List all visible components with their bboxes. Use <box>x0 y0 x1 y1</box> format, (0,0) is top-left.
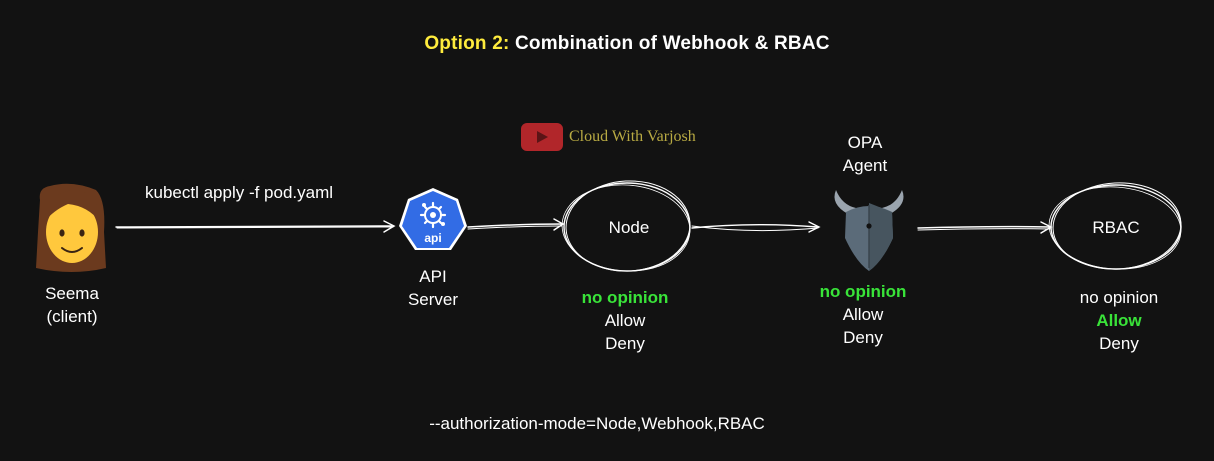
opa-decisions: no opinion Allow Deny <box>803 280 923 349</box>
opa-line1: OPA <box>847 133 883 152</box>
kubernetes-api-icon: api <box>399 188 467 250</box>
opa-decision-deny: Deny <box>843 328 883 347</box>
rbac-decision-deny: Deny <box>1099 334 1139 353</box>
opa-agent-label: OPA Agent <box>815 131 915 177</box>
command-label: kubectl apply -f pod.yaml <box>145 183 334 202</box>
arrow-opa-to-rbac <box>917 221 1053 234</box>
channel-watermark: Cloud With Varjosh <box>521 122 696 152</box>
api-server-line1: API <box>419 267 447 286</box>
rbac-label: RBAC <box>1092 218 1140 237</box>
node-decisions: no opinion Allow Deny <box>565 286 685 355</box>
opa-decision-allow: Allow <box>842 305 884 324</box>
opa-line2: Agent <box>842 156 888 175</box>
rbac-decision-allow: Allow <box>1096 311 1142 330</box>
rbac-decision-no-opinion: no opinion <box>1079 288 1159 307</box>
node-ellipse <box>561 180 691 272</box>
arrow-api-to-node <box>467 218 565 231</box>
arrow-node-to-opa <box>691 221 821 233</box>
diagram-title: Option 2: Combination of Webhook & RBAC <box>0 33 1214 55</box>
authorization-mode-flag: --authorization-mode=Node,Webhook,RBAC <box>429 414 765 433</box>
node-decision-deny: Deny <box>605 334 645 353</box>
title-text: Combination of Webhook & RBAC <box>514 33 830 54</box>
woman-face-icon <box>36 183 106 272</box>
opa-decision-no-opinion: no opinion <box>819 282 907 301</box>
api-icon-text: api <box>424 231 441 245</box>
client-label: Seema (client) <box>22 282 122 328</box>
title-prefix: Option 2: <box>424 33 510 54</box>
rbac-ellipse <box>1048 182 1182 270</box>
client-role: (client) <box>46 307 98 326</box>
watermark-text: Cloud With Varjosh <box>569 128 696 145</box>
opa-viking-helmet-icon <box>834 190 904 271</box>
api-server-label: API Server <box>383 265 483 311</box>
node-label: Node <box>608 218 650 237</box>
client-name: Seema <box>45 284 99 303</box>
api-server-line2: Server <box>407 290 459 309</box>
arrow-client-to-api <box>115 220 396 233</box>
rbac-decisions: no opinion Allow Deny <box>1059 286 1179 355</box>
youtube-play-icon <box>521 123 563 151</box>
node-decision-no-opinion: no opinion <box>581 288 669 307</box>
node-decision-allow: Allow <box>604 311 646 330</box>
